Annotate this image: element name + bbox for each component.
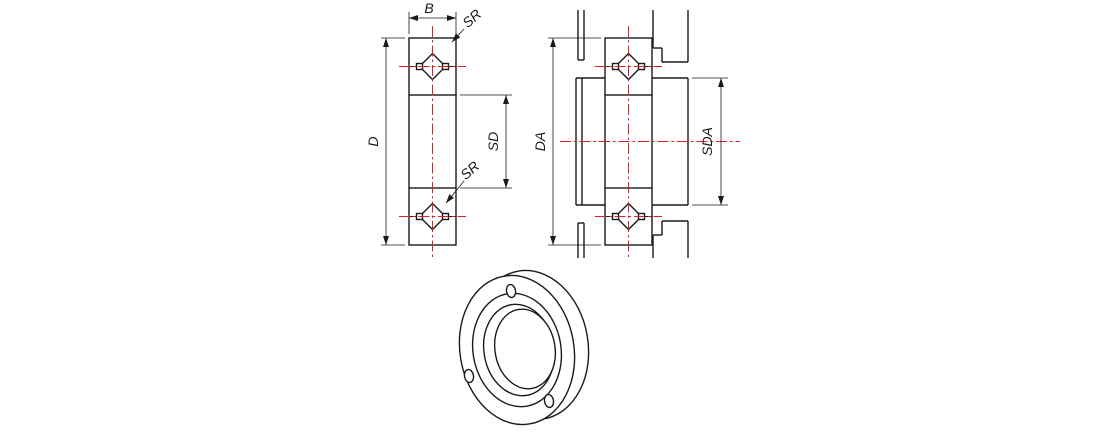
dimensions-mounted-view: DA SDA — [532, 37, 728, 246]
mounting-hole-top — [505, 283, 517, 299]
shaft-outline — [575, 77, 689, 206]
dim-label-sr-upper: SR — [459, 6, 484, 31]
mounting-hole-left — [463, 368, 475, 384]
perspective-view — [458, 269, 590, 426]
dimensions-front-view: B SR D SD SR — [365, 0, 512, 246]
dim-label-d: D — [365, 136, 381, 146]
ring-bore-back-edge — [493, 308, 557, 390]
leader-sr-upper — [451, 28, 465, 43]
housing-outline — [577, 10, 689, 258]
dim-label-sda: SDA — [699, 127, 715, 156]
dim-label-sd: SD — [485, 132, 501, 151]
dim-label-sr-lower: SR — [457, 158, 482, 183]
center-lines — [399, 26, 740, 257]
mounting-hole-right — [543, 393, 555, 409]
mounted-section-view — [575, 10, 689, 258]
leader-sr-lower — [445, 180, 465, 204]
dim-label-da: DA — [532, 132, 548, 151]
dim-label-b: B — [424, 0, 433, 16]
